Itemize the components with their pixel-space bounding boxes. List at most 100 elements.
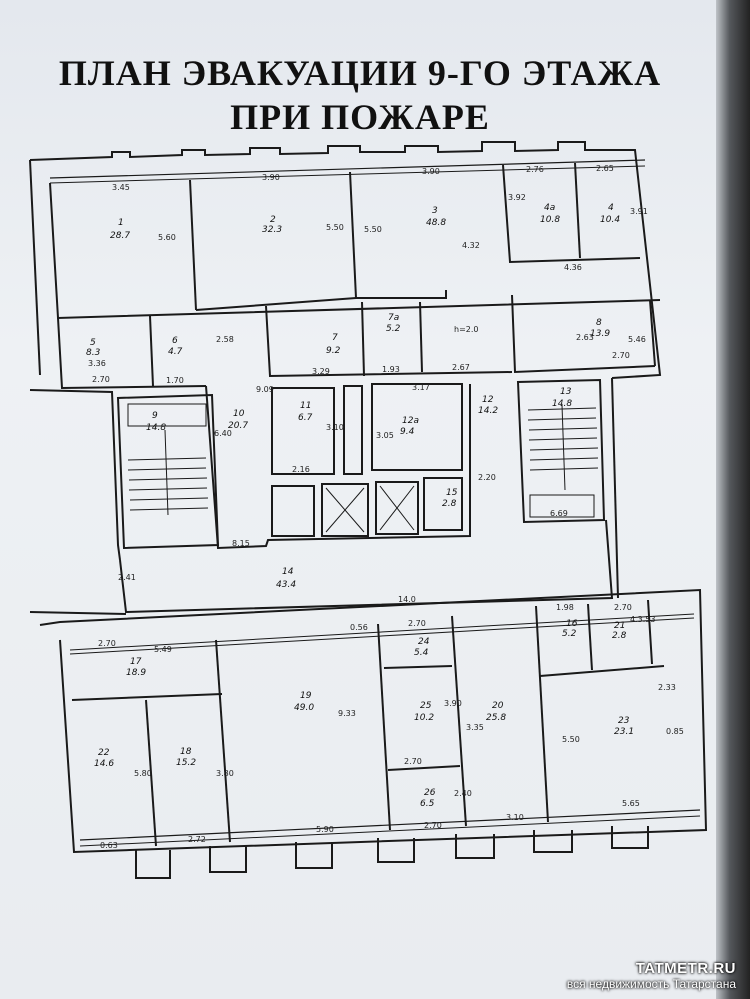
- dim-label: 9.09: [256, 385, 274, 394]
- room-20-area: 25.8: [486, 713, 506, 723]
- room-7-area: 9.2: [326, 346, 341, 356]
- room-6-number: 6: [172, 336, 178, 346]
- dim-label: 0.56: [350, 623, 368, 632]
- dim-label: 3.45: [112, 183, 130, 192]
- room-4a-area: 10.8: [540, 215, 560, 225]
- room-19-area: 49.0: [294, 703, 314, 713]
- room-8-number: 8: [596, 318, 602, 328]
- dim-label: 3.90: [444, 699, 462, 708]
- dim-label: 3.10: [506, 813, 524, 822]
- room-3-number: 3: [432, 206, 438, 216]
- room-22-number: 22: [98, 748, 110, 758]
- room-4-number: 4: [608, 203, 614, 213]
- room-18-area: 15.2: [176, 758, 196, 768]
- dim-label: 3.92: [508, 193, 526, 202]
- room-17-number: 17: [130, 657, 142, 667]
- watermark: TATMETR.RU вся недвижимость Татарстана: [567, 960, 736, 991]
- dim-label: 3.90: [262, 173, 280, 182]
- dim-label: 14.0: [398, 595, 416, 604]
- dim-label: 2.70: [92, 375, 110, 384]
- dim-label: 2.40: [454, 789, 472, 798]
- dim-label: 5.50: [562, 735, 580, 744]
- room-21-number: 21: [614, 621, 625, 631]
- dim-label: 5.90: [316, 825, 334, 834]
- room-12a-number: 12а: [402, 416, 419, 426]
- room-25-number: 25: [420, 701, 432, 711]
- dim-label: 3.35: [466, 723, 484, 732]
- dim-label: 2.70: [424, 821, 442, 830]
- dim-label: 2.58: [216, 335, 234, 344]
- dim-label: 5.60: [158, 233, 176, 242]
- room-12a-area: 9.4: [400, 427, 415, 437]
- dim-label: 0.63: [100, 841, 118, 850]
- dim-label: 5.50: [364, 225, 382, 234]
- dim-label: 2.63: [576, 333, 594, 342]
- dim-label: 3.10: [326, 423, 344, 432]
- dim-label: 3.29: [312, 367, 330, 376]
- dim-label: 1.93: [382, 365, 400, 374]
- room-12-number: 12: [482, 395, 494, 405]
- dim-label: 5.50: [326, 223, 344, 232]
- room-10-number: 10: [233, 409, 245, 419]
- room-18-number: 18: [180, 747, 192, 757]
- dim-label: 2.72: [188, 835, 206, 844]
- dim-label: h=2.0: [454, 325, 479, 334]
- room-1-number: 1: [118, 218, 124, 228]
- room-24-number: 24: [418, 637, 430, 647]
- dim-label: 2.70: [614, 603, 632, 612]
- room-1-area: 28.7: [110, 231, 130, 241]
- dim-label: 2.70: [612, 351, 630, 360]
- dim-label: 2.70: [408, 619, 426, 628]
- dim-label: 8.15: [232, 539, 250, 548]
- watermark-brand: TATMETR.RU: [635, 960, 736, 977]
- room-26-area: 6.5: [420, 799, 435, 809]
- room-21-area: 2.8: [612, 631, 627, 641]
- room-15-number: 15: [446, 488, 458, 498]
- dim-label: 1.70: [166, 376, 184, 385]
- room-4a-number: 4а: [544, 203, 555, 213]
- dim-label: 3.90: [422, 167, 440, 176]
- room-12-area: 14.2: [478, 406, 498, 416]
- dim-label: 1.98: [556, 603, 574, 612]
- plan-subtitle: ПРИ ПОЖАРЕ: [230, 97, 490, 137]
- room-26-number: 26: [424, 788, 436, 798]
- dim-label: 3.17: [412, 383, 430, 392]
- room-20-number: 20: [492, 701, 504, 711]
- room-7-number: 7: [332, 333, 338, 343]
- dim-label: 2.16: [292, 465, 310, 474]
- room-4-area: 10.4: [600, 215, 620, 225]
- room-7a-number: 7а: [388, 313, 399, 323]
- dim-label: 2.65: [596, 164, 614, 173]
- dim-label: 3.91: [630, 207, 648, 216]
- room-24-area: 5.4: [414, 648, 429, 658]
- room-23-area: 23.1: [614, 727, 634, 737]
- dim-label: 2.33: [658, 683, 676, 692]
- room-5-number: 5: [90, 338, 96, 348]
- dim-label: 2.41: [118, 573, 136, 582]
- room-9-area: 14.8: [146, 423, 166, 433]
- dim-label: 5.46: [628, 335, 646, 344]
- room-5-area: 8.3: [86, 348, 101, 358]
- room-9-number: 9: [152, 411, 158, 421]
- room-13-area: 14.8: [552, 399, 572, 409]
- room-19-number: 19: [300, 691, 312, 701]
- room-2-area: 32.3: [262, 225, 282, 235]
- room-14-number: 14: [282, 567, 294, 577]
- dim-label: 2.70: [98, 639, 116, 648]
- dim-label: 4.3.53: [630, 615, 655, 624]
- plan-title: ПЛАН ЭВАКУАЦИИ 9-ГО ЭТАЖА: [58, 53, 662, 93]
- dim-label: 2.67: [452, 363, 470, 372]
- watermark-tagline: вся недвижимость Татарстана: [566, 977, 736, 991]
- room-22-area: 14.6: [94, 759, 114, 769]
- room-15-area: 2.8: [442, 499, 457, 509]
- room-3-area: 48.8: [426, 218, 446, 228]
- room-25-area: 10.2: [414, 713, 434, 723]
- room-16-number: 16: [566, 619, 578, 629]
- dim-label: 0.85: [666, 727, 684, 736]
- room-17-area: 18.9: [126, 668, 146, 678]
- dim-label: 4.32: [462, 241, 480, 250]
- room-16-area: 5.2: [562, 629, 577, 639]
- room-23-number: 23: [618, 716, 630, 726]
- dim-label: 3.05: [376, 431, 394, 440]
- room-6-area: 4.7: [168, 347, 183, 357]
